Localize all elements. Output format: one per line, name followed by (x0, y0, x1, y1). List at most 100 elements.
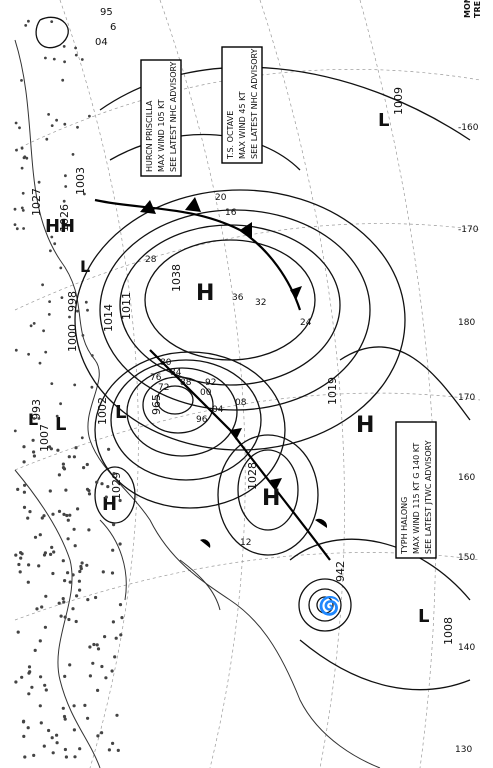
station-dot (63, 674, 67, 679)
station-dot (50, 20, 54, 23)
station-dot (66, 571, 70, 575)
station-dot (112, 472, 116, 476)
station-dot (22, 505, 27, 509)
station-dot (21, 720, 26, 724)
station-dot (39, 721, 43, 725)
station-dot (76, 309, 79, 313)
station-dot (73, 755, 77, 759)
station-dot (94, 595, 98, 600)
station-dot (17, 562, 21, 567)
station-dot (86, 598, 90, 602)
station-dot (55, 414, 59, 418)
high-center: H (196, 281, 214, 306)
high-center: H (356, 413, 374, 438)
advisory-line: MAX WIND 45 KT (238, 91, 247, 159)
station-dot (44, 56, 47, 60)
station-dot (29, 324, 33, 328)
pressure-value: 1000 (66, 324, 79, 352)
advisory-priscilla: HURCN PRISCILLA MAX WIND 105 KT SEE LATE… (140, 59, 182, 177)
station-dot (111, 548, 115, 552)
corner-label: MONT (463, 0, 472, 18)
station-dot (22, 460, 26, 464)
pressure-value: 1008 (442, 617, 455, 645)
station-dot (38, 704, 42, 708)
station-dot (38, 361, 42, 365)
station-dot (118, 498, 122, 503)
station-dot (41, 283, 44, 287)
station-dot (13, 207, 17, 211)
station-dot (50, 124, 54, 127)
station-dot (51, 571, 55, 576)
low-center: L (418, 606, 429, 627)
station-dot (114, 636, 118, 640)
station-dot (63, 717, 67, 721)
station-dot (22, 445, 26, 449)
station-dot (27, 19, 30, 23)
station-dot (15, 227, 19, 231)
station-dot (42, 329, 45, 333)
station-dot (55, 118, 58, 122)
station-dot (48, 489, 52, 493)
low-center: L (80, 257, 90, 276)
longitude-label: 170 (458, 393, 475, 403)
station-dot (120, 616, 124, 620)
station-dot (28, 510, 32, 514)
pressure-value: 1019 (326, 377, 339, 405)
station-dot (56, 448, 60, 452)
station-dot (33, 535, 38, 539)
station-dot (57, 509, 62, 513)
pressure-value: 1002 (96, 397, 109, 425)
longitude-label: 130 (455, 745, 472, 755)
station-dot (26, 516, 30, 520)
high-center: H (60, 216, 75, 237)
station-dot (50, 736, 54, 740)
station-dot (13, 223, 17, 227)
station-dot (61, 706, 65, 710)
station-dot (61, 462, 65, 466)
station-dot (20, 675, 24, 679)
station-dot (68, 315, 71, 319)
station-dot (21, 191, 25, 195)
isobar-label: 92 (205, 378, 216, 388)
pressure-value: 998 (66, 291, 79, 312)
station-dot (47, 113, 50, 116)
station-dot (16, 630, 20, 634)
station-dot (83, 192, 86, 196)
advisory-halong: TYPH HALONG MAX WIND 115 KT G 140 KT SEE… (395, 421, 437, 559)
station-dot (37, 417, 41, 420)
station-dot (44, 688, 48, 692)
station-dot (87, 528, 91, 532)
station-dot (59, 266, 63, 270)
station-dot (44, 350, 48, 354)
station-dot (76, 507, 80, 511)
station-dot (26, 580, 30, 584)
station-dot (76, 125, 79, 129)
longitude-label: 180 (458, 318, 475, 328)
station-dot (59, 402, 62, 406)
advisory-line: TYPH HALONG (400, 497, 409, 555)
station-dot (28, 670, 32, 674)
station-dot (111, 620, 115, 624)
station-dot (22, 490, 26, 494)
station-dot (43, 625, 48, 629)
isobar-label: 12 (240, 538, 251, 548)
station-dot (62, 45, 66, 48)
station-dot (16, 487, 20, 491)
pressure-value: 942 (334, 561, 347, 582)
station-dot (43, 683, 47, 687)
station-dot (61, 597, 65, 601)
station-dot (63, 122, 67, 126)
station-dot (82, 466, 86, 470)
pressure-value: 1026 (58, 204, 71, 232)
station-dot (118, 542, 122, 546)
station-dot (52, 550, 56, 554)
station-dot (61, 559, 65, 563)
station-dot (22, 734, 26, 739)
station-dot (57, 601, 61, 605)
station-dot (32, 753, 36, 758)
station-dot (14, 553, 18, 557)
misc-label: 04 (95, 37, 108, 48)
isobar-label: 32 (255, 298, 266, 308)
station-dot (107, 447, 111, 451)
